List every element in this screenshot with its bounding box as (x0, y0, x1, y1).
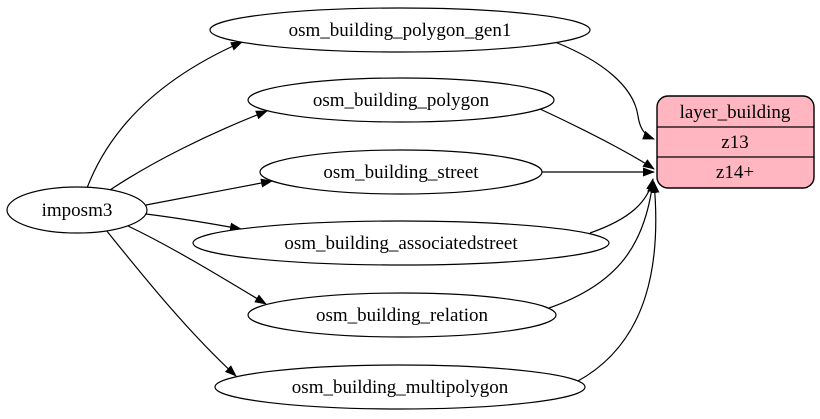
edge-polygon-gen1-to-z13 (554, 41, 655, 140)
node-imposm3: imposm3 (6, 186, 148, 234)
edge-imposm3-to-associatedstreet (145, 213, 242, 232)
polygon-ellipse (247, 77, 555, 123)
edge-imposm3-to-relation (127, 225, 267, 305)
edge-imposm3-to-multipolygon (105, 229, 237, 377)
relation-label: osm_building_relation (316, 305, 489, 326)
relation-ellipse (247, 292, 557, 338)
polygon-label: osm_building_polygon (313, 90, 490, 111)
edge-polygon-to-z14 (539, 108, 655, 170)
node-osm-building-multipolygon: osm_building_multipolygon (214, 364, 586, 410)
polygon-gen1-label: osm_building_polygon_gen1 (289, 20, 512, 41)
associatedstreet-ellipse (192, 220, 610, 266)
edge-imposm3-to-street (145, 178, 273, 206)
polygon-gen1-ellipse (209, 7, 591, 53)
multipolygon-label: osm_building_multipolygon (292, 377, 509, 398)
node-layer-building: layer_building z13 z14+ (656, 95, 815, 189)
imposm3-label: imposm3 (42, 200, 113, 221)
node-osm-building-polygon-gen1: osm_building_polygon_gen1 (209, 7, 591, 53)
layer-building-row-z14: z14+ (716, 162, 754, 183)
layer-building-title: layer_building (680, 102, 791, 123)
street-label: osm_building_street (323, 162, 479, 183)
node-osm-building-polygon: osm_building_polygon (247, 77, 555, 123)
edge-imposm3-to-polygon (109, 110, 268, 191)
node-osm-building-associatedstreet: osm_building_associatedstreet (192, 220, 610, 266)
layer-building-row-z13: z13 (721, 132, 748, 153)
node-osm-building-street: osm_building_street (259, 149, 543, 195)
layer-building-box (656, 95, 815, 189)
edge-associatedstreet-to-z14 (589, 178, 656, 234)
edges-group (86, 41, 660, 382)
associatedstreet-label: osm_building_associatedstreet (284, 233, 518, 254)
edge-relation-to-z14 (548, 180, 657, 309)
node-osm-building-relation: osm_building_relation (247, 292, 557, 338)
street-ellipse (259, 149, 543, 195)
multipolygon-ellipse (214, 364, 586, 410)
edge-imposm3-to-polygon-gen1 (86, 41, 243, 189)
edge-multipolygon-to-z14 (577, 181, 660, 382)
imposm3-ellipse (6, 186, 148, 234)
